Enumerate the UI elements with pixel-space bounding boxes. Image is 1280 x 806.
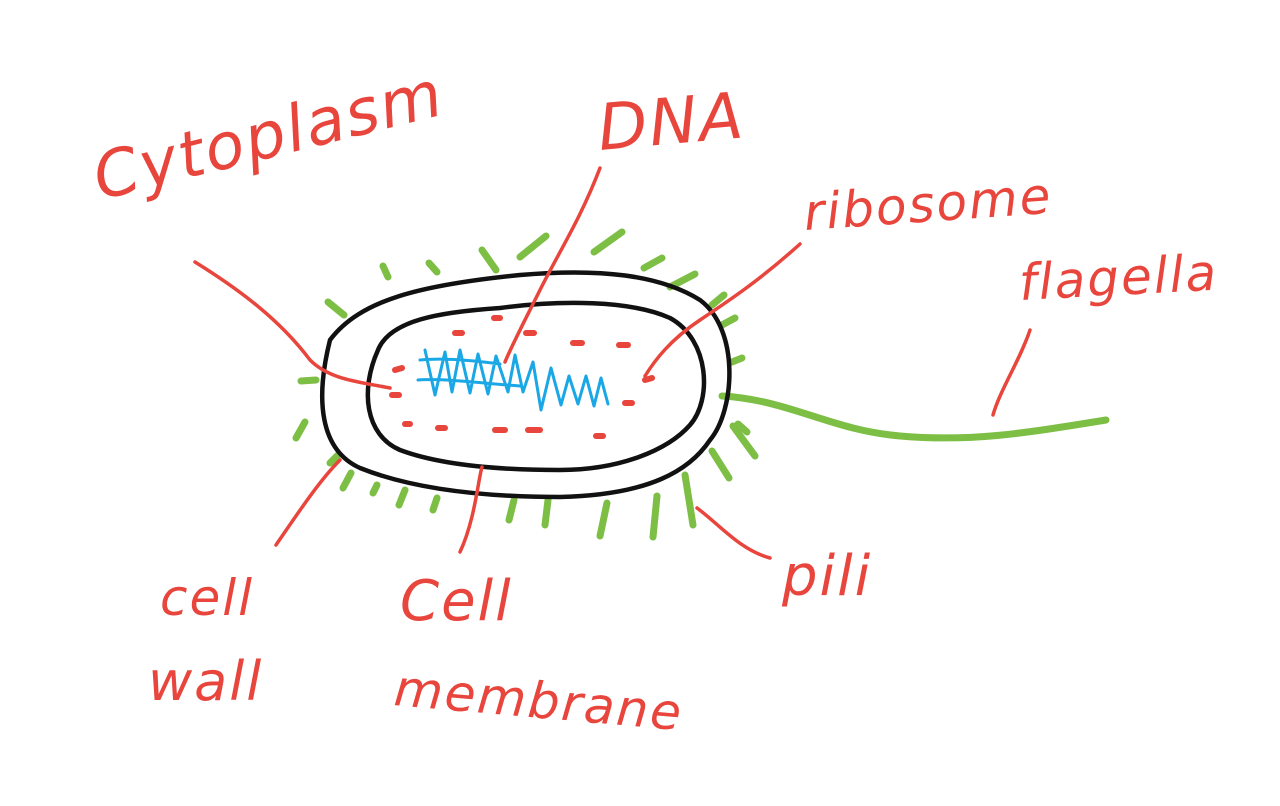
label-dna: DNA bbox=[595, 79, 748, 166]
dna-leader bbox=[503, 166, 602, 364]
dna-strand bbox=[416, 348, 610, 412]
ribosome-dots bbox=[389, 315, 655, 439]
label-cell-membrane-line1: Cell bbox=[400, 569, 513, 634]
label-cytoplasm: Cytoplasm bbox=[86, 57, 451, 215]
label-ribosome: ribosome bbox=[802, 167, 1054, 242]
label-cell-membrane-line2: membrane bbox=[392, 659, 686, 742]
cytoplasm-leader bbox=[193, 260, 392, 390]
flagella-leader bbox=[991, 328, 1032, 417]
leader-lines bbox=[193, 166, 1032, 560]
cell-wall-outline bbox=[320, 270, 732, 500]
label-flagella: flagella bbox=[1018, 244, 1220, 312]
label-pili: pili bbox=[781, 544, 872, 609]
ribosome-leader bbox=[643, 242, 802, 378]
cell-membrane-leader bbox=[458, 465, 484, 554]
flagella-shape bbox=[718, 392, 1110, 442]
pili-leader bbox=[695, 506, 772, 560]
pili-group bbox=[292, 228, 759, 541]
cell-membrane-outline bbox=[365, 300, 707, 473]
label-cell-wall-line2: wall bbox=[148, 650, 263, 713]
cell-wall-leader bbox=[274, 458, 342, 547]
label-cell-wall-line1: cell bbox=[160, 569, 254, 627]
